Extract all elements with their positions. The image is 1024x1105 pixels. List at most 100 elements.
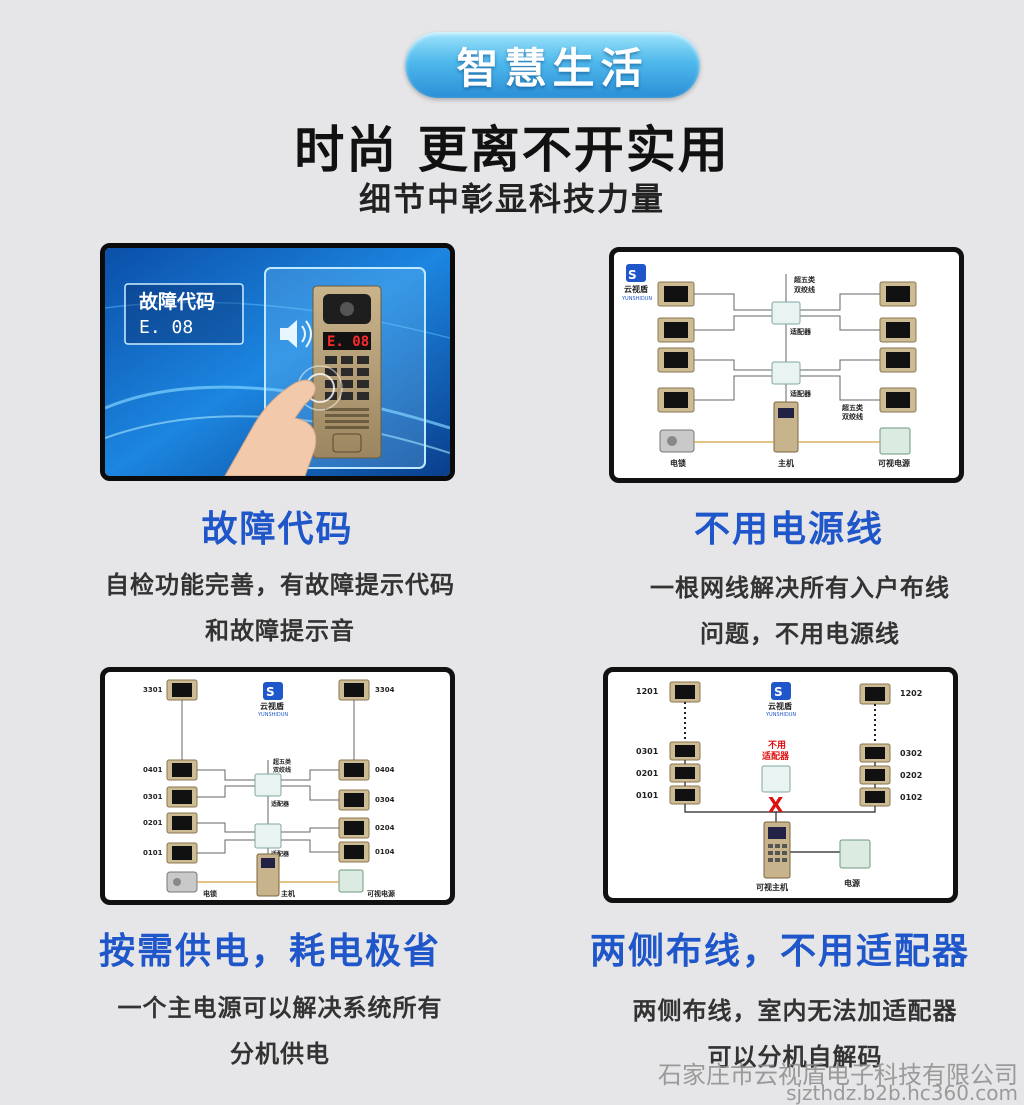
svg-text:0404: 0404 bbox=[375, 766, 395, 774]
wiring-diagram-1: S 云视盾 YUNSHIDUN 超五 bbox=[621, 264, 917, 468]
wiring-diagram-2: S 云视盾 YUNSHIDUN 3301 0401 0301 0201 0101… bbox=[143, 679, 395, 898]
host-label: 主机 bbox=[778, 458, 794, 468]
power-supply-icon bbox=[839, 839, 871, 869]
brand-name: 云视盾 bbox=[768, 701, 792, 711]
adapter-box-icon bbox=[761, 765, 791, 793]
cross-mark-icon: X bbox=[768, 793, 784, 817]
unit-labels-right: 1202 0302 0202 0102 bbox=[900, 689, 922, 802]
page-title: 时尚 更离不开实用 bbox=[294, 120, 730, 179]
feature-3-desc: 一个主电源可以解决系统所有 分机供电 bbox=[70, 985, 490, 1077]
feature-4-desc-line1: 两侧布线，室内无法加适配器 bbox=[632, 997, 958, 1025]
brand-name: 云视盾 bbox=[624, 284, 648, 294]
feature-3-desc-line1: 一个主电源可以解决系统所有 bbox=[117, 994, 443, 1022]
feature-1-desc-line1: 自检功能完善，有故障提示代码 bbox=[105, 571, 455, 599]
power-supply-icon bbox=[338, 869, 364, 893]
svg-text:1202: 1202 bbox=[900, 689, 922, 698]
feature-2-desc-line1: 一根网线解决所有入户布线 bbox=[650, 574, 950, 602]
svg-text:0304: 0304 bbox=[375, 796, 395, 804]
speaker-sound-icon bbox=[280, 320, 312, 348]
door-station-host-icon bbox=[763, 821, 791, 879]
header-badge-text: 智慧生活 bbox=[456, 43, 649, 93]
svg-text:S: S bbox=[266, 685, 275, 699]
host-label: 可视主机 bbox=[756, 882, 788, 892]
power-supply-label: 电源 bbox=[844, 878, 860, 888]
feature-2-desc-line2: 问题，不用电源线 bbox=[700, 620, 900, 648]
electric-lock-label: 电锁 bbox=[670, 458, 686, 468]
cable-type-sublabel: 双绞线 bbox=[273, 766, 291, 774]
brand-logo-icon: S bbox=[771, 682, 791, 700]
adapter-label: 适配器 bbox=[271, 800, 290, 808]
card-no-power-cable-diagram: S 云视盾 YUNSHIDUN 超五 bbox=[609, 247, 964, 483]
card-fault-code-image: 故障代码 E. 08 E. 08 bbox=[100, 243, 455, 481]
brand-name: 云视盾 bbox=[260, 701, 284, 711]
cable-type-label-b: 超五类 bbox=[842, 403, 864, 412]
svg-text:3304: 3304 bbox=[375, 686, 395, 694]
power-supply-label: 可视电源 bbox=[367, 889, 395, 898]
svg-text:1201: 1201 bbox=[636, 687, 659, 696]
feature-1-desc-line2: 和故障提示音 bbox=[205, 617, 355, 645]
svg-text:0201: 0201 bbox=[143, 819, 163, 827]
svg-text:0102: 0102 bbox=[900, 793, 922, 802]
power-supply-label: 可视电源 bbox=[878, 458, 910, 468]
door-station-host-icon bbox=[773, 401, 799, 453]
feature-3-desc-line2: 分机供电 bbox=[230, 1040, 330, 1068]
page-subtitle: 细节中彰显科技力量 bbox=[358, 180, 665, 218]
brand-name-en: YUNSHIDUN bbox=[621, 296, 652, 302]
feature-1-desc: 自检功能完善，有故障提示代码 和故障提示音 bbox=[70, 562, 490, 654]
cable-type-label: 超五类 bbox=[794, 275, 816, 284]
card-no-adapter-diagram: S 云视盾 YUNSHIDUN 1201 0301 0201 0101 1202… bbox=[603, 667, 958, 903]
no-adapter-warning-line2: 适配器 bbox=[762, 750, 790, 762]
electric-lock-label: 电锁 bbox=[203, 889, 217, 898]
svg-text:S: S bbox=[774, 685, 783, 699]
feature-4-desc-line2: 可以分机自解码 bbox=[707, 1043, 883, 1071]
svg-text:0201: 0201 bbox=[636, 769, 659, 778]
svg-text:0101: 0101 bbox=[636, 791, 659, 800]
host-label: 主机 bbox=[281, 889, 295, 898]
adapter-label: 适配器 bbox=[790, 327, 812, 336]
brand-logo-icon: S bbox=[626, 264, 646, 282]
svg-text:0104: 0104 bbox=[375, 848, 395, 856]
fault-code-value: E. 08 bbox=[139, 317, 193, 338]
svg-text:0204: 0204 bbox=[375, 824, 395, 832]
fault-code-illustration: 故障代码 E. 08 E. 08 bbox=[105, 248, 450, 476]
feature-4-title: 两侧布线，不用适配器 bbox=[589, 931, 970, 972]
fault-code-label: 故障代码 bbox=[139, 290, 215, 313]
electric-lock-icon bbox=[166, 871, 198, 893]
svg-text:0301: 0301 bbox=[143, 793, 163, 801]
header-badge: 智慧生活 bbox=[405, 32, 700, 98]
brand-name-en: YUNSHIDUN bbox=[765, 712, 796, 718]
feature-4-desc: 两侧布线，室内无法加适配器 可以分机自解码 bbox=[590, 988, 1000, 1080]
svg-text:0101: 0101 bbox=[143, 849, 163, 857]
watermark-url: sjzthdz.b2b.hc360.com bbox=[786, 1081, 1018, 1105]
svg-text:0202: 0202 bbox=[900, 771, 922, 780]
brand-logo-icon: S bbox=[263, 682, 283, 700]
panel-display-code: E. 08 bbox=[327, 334, 369, 350]
adapter-boxes bbox=[771, 301, 801, 385]
door-station-host-icon bbox=[256, 853, 280, 897]
finger-hand-illustration bbox=[224, 379, 317, 476]
feature-3-title: 按需供电，耗电极省 bbox=[98, 931, 441, 972]
feature-1-title: 故障代码 bbox=[201, 509, 354, 550]
card-on-demand-power-diagram: S 云视盾 YUNSHIDUN 3301 0401 0301 0201 0101… bbox=[100, 667, 455, 905]
electric-lock-icon bbox=[659, 429, 695, 453]
unit-labels-right: 3304 0404 0304 0204 0104 bbox=[375, 686, 395, 856]
feature-2-title: 不用电源线 bbox=[693, 509, 884, 550]
cable-type-label: 超五类 bbox=[272, 758, 292, 766]
unit-labels-left: 1201 0301 0201 0101 bbox=[636, 687, 659, 800]
power-supply-icon bbox=[879, 427, 911, 455]
unit-labels-left: 3301 0401 0301 0201 0101 bbox=[143, 686, 163, 857]
brand-name-en: YUNSHIDUN bbox=[257, 712, 288, 718]
svg-text:0301: 0301 bbox=[636, 747, 659, 756]
adapter-label-2: 适配器 bbox=[271, 850, 290, 858]
cable-type-sublabel: 双绞线 bbox=[794, 285, 815, 294]
adapter-label-2: 适配器 bbox=[790, 389, 812, 398]
svg-text:S: S bbox=[628, 268, 637, 282]
svg-text:0401: 0401 bbox=[143, 766, 163, 774]
cable-type-sublabel-b: 双绞线 bbox=[842, 412, 863, 421]
feature-2-desc: 一根网线解决所有入户布线 问题，不用电源线 bbox=[595, 565, 1005, 657]
svg-text:0302: 0302 bbox=[900, 749, 922, 758]
wiring-diagram-3: S 云视盾 YUNSHIDUN 1201 0301 0201 0101 1202… bbox=[636, 681, 922, 892]
svg-text:3301: 3301 bbox=[143, 686, 163, 694]
watermark-company: 石家庄市云视盾电子科技有限公司 bbox=[658, 1061, 1018, 1089]
no-adapter-warning-line1: 不用 bbox=[768, 740, 786, 751]
